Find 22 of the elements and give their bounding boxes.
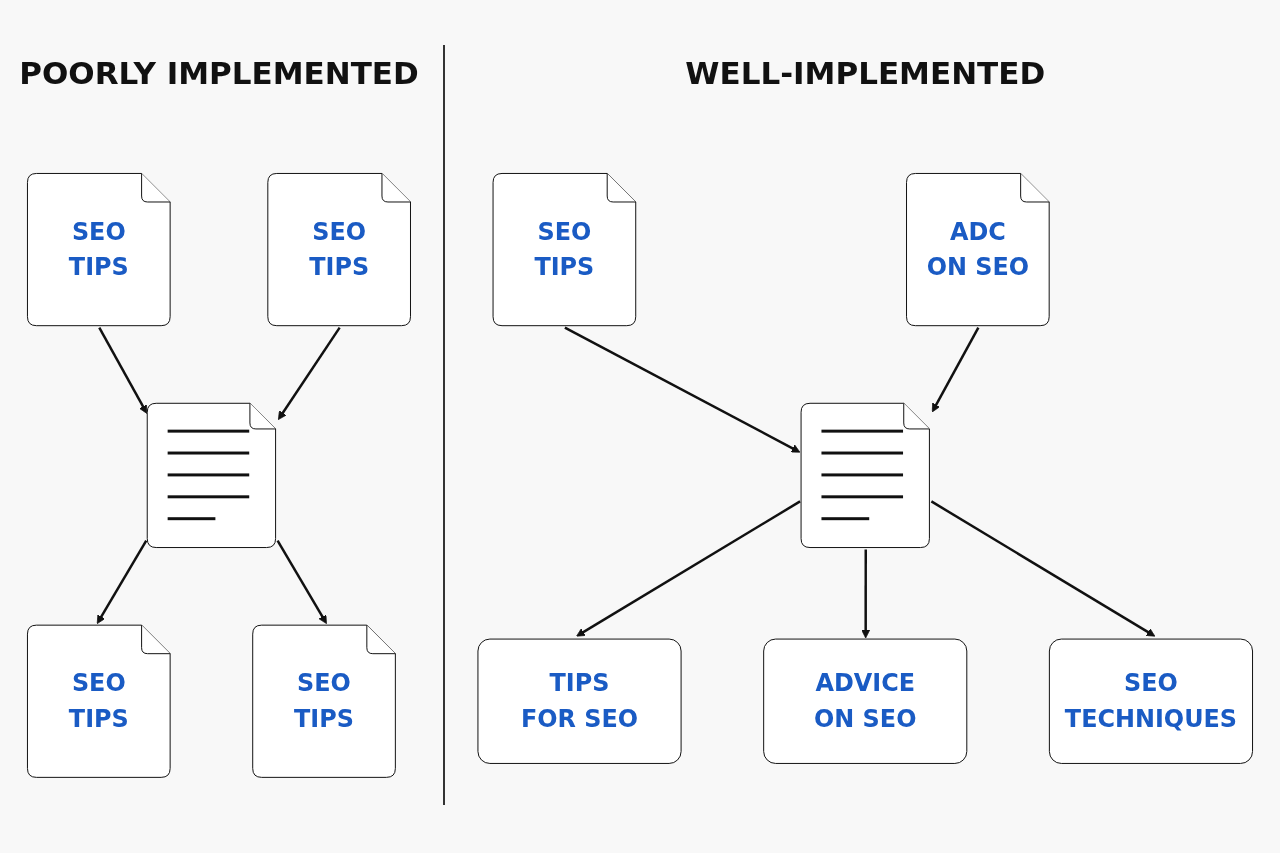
arrow xyxy=(276,540,327,625)
node-label: SEO TIPS xyxy=(309,217,370,282)
document-icon xyxy=(146,402,277,549)
arrow xyxy=(861,549,871,639)
node-label: SEO TIPS xyxy=(534,217,595,282)
node-label: SEO TECHNIQUES xyxy=(1064,669,1238,734)
arrow xyxy=(576,500,801,637)
node-label: SEO TIPS xyxy=(68,669,129,734)
arrow xyxy=(564,326,801,453)
node-label: SEO TIPS xyxy=(68,217,129,282)
arrow xyxy=(277,327,341,421)
panel-heading: WELL-IMPLEMENTED xyxy=(685,54,1046,92)
node-label: SEO TIPS xyxy=(294,669,354,734)
arrow xyxy=(931,327,980,413)
panel-heading: POORLY IMPLEMENTED xyxy=(19,54,419,92)
arrow xyxy=(96,540,148,625)
document-icon xyxy=(800,402,930,549)
arrow xyxy=(930,500,1156,637)
node-label: TIPS FOR SEO xyxy=(520,669,639,734)
node-label: ADVICE ON SEO xyxy=(814,669,917,734)
node-label: ADC ON SEO xyxy=(926,217,1030,282)
arrow xyxy=(98,327,148,414)
